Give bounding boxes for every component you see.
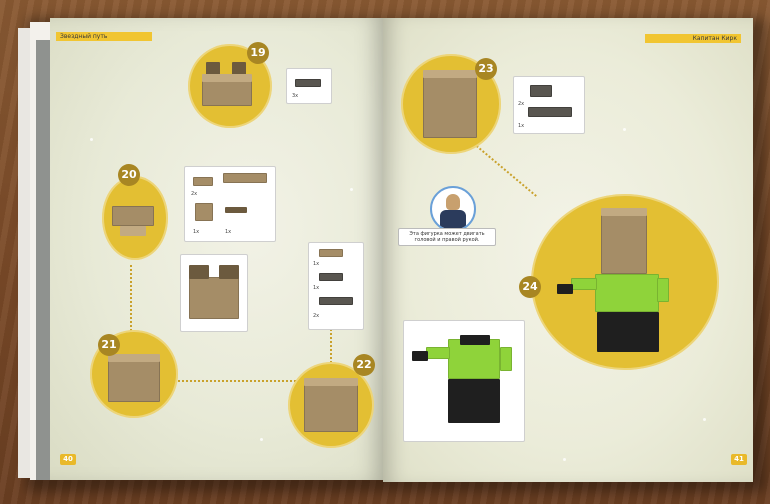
step-number: 22	[353, 354, 375, 376]
right-page: Капитан Кирк 23 2x 1x 24	[383, 18, 753, 482]
step-20-circle	[102, 176, 168, 260]
brick-build	[189, 277, 239, 319]
figure-legs	[597, 312, 659, 352]
part-plate	[295, 79, 321, 87]
parts-panel-19: 3x	[286, 68, 332, 104]
part-qty: 1x	[193, 229, 200, 235]
right-page-number: 41	[731, 454, 747, 465]
connector	[330, 318, 332, 363]
brick-build	[219, 265, 239, 279]
character-avatar	[430, 186, 476, 232]
right-header-title: Капитан Кирк	[692, 35, 737, 42]
step-number: 23	[475, 58, 497, 80]
part-qty: 1x	[313, 285, 320, 291]
part-qty: 2x	[518, 101, 525, 107]
brick-build	[423, 76, 477, 138]
sparkle	[350, 188, 353, 191]
right-header-bar: Капитан Кирк	[645, 34, 741, 43]
parts-panel-20: 2x 1x 1x	[184, 166, 276, 242]
part-plate	[319, 297, 353, 305]
brick-build	[304, 378, 358, 386]
step-number: 20	[118, 164, 140, 186]
left-header-title: Звездный путь	[60, 33, 108, 40]
avatar-head	[446, 194, 460, 210]
cover-strip	[36, 40, 54, 480]
part-qty: 1x	[313, 261, 320, 267]
figure-torso	[448, 339, 500, 379]
figure-arm	[571, 278, 597, 290]
sparkle	[563, 458, 566, 461]
figure-collar	[460, 335, 490, 345]
figure-arm	[426, 347, 450, 359]
step-19-circle	[188, 44, 272, 128]
step-number: 24	[519, 276, 541, 298]
brick-build	[108, 358, 160, 402]
part-plate	[319, 249, 343, 257]
left-page: Звездный путь 19 3x 20 2x	[50, 18, 385, 480]
figure-arm	[657, 278, 669, 302]
figure-head	[601, 214, 647, 274]
brick-build	[202, 74, 252, 82]
connector	[178, 380, 296, 382]
parts-panel-22: 1x 1x 2x	[308, 242, 364, 330]
part-qty: 1x	[225, 229, 232, 235]
subassembly-panel	[403, 320, 525, 442]
brick-build	[423, 70, 477, 78]
step-number: 19	[247, 42, 269, 64]
part-clip	[225, 207, 247, 213]
connector	[130, 265, 132, 335]
part-plate	[530, 85, 552, 97]
sparkle	[623, 128, 626, 131]
sparkle	[703, 418, 706, 421]
step-24-circle	[531, 194, 719, 370]
brick-build	[202, 80, 252, 106]
figure-hand	[412, 351, 428, 361]
info-bubble: Эта фигурка может двигать головой и прав…	[398, 228, 496, 246]
step-22-circle	[288, 362, 374, 448]
brick-build	[189, 265, 209, 279]
part-plate	[528, 107, 572, 117]
part-qty: 2x	[313, 313, 320, 319]
left-page-number: 40	[60, 454, 76, 465]
brick-build	[108, 354, 160, 362]
avatar-body	[440, 210, 466, 230]
left-header-bar: Звездный путь	[56, 32, 152, 41]
figure-arm	[500, 347, 512, 371]
part-qty: 1x	[518, 123, 525, 129]
subassembly-panel	[180, 254, 248, 332]
part-brick	[195, 203, 213, 221]
step-number: 21	[98, 334, 120, 356]
part-plate	[319, 273, 343, 281]
part-qty: 3x	[292, 93, 299, 99]
brick-build	[112, 206, 154, 226]
part-qty: 2x	[191, 191, 198, 197]
figure-hand	[557, 284, 573, 294]
parts-panel-23: 2x 1x	[513, 76, 585, 134]
part-plate	[223, 173, 267, 183]
part-plate	[193, 177, 213, 186]
brick-build	[120, 226, 146, 236]
figure-legs	[448, 379, 500, 423]
sparkle	[260, 438, 263, 441]
sparkle	[90, 138, 93, 141]
figure-torso	[595, 274, 659, 312]
figure-head	[601, 208, 647, 216]
brick-build	[304, 382, 358, 432]
